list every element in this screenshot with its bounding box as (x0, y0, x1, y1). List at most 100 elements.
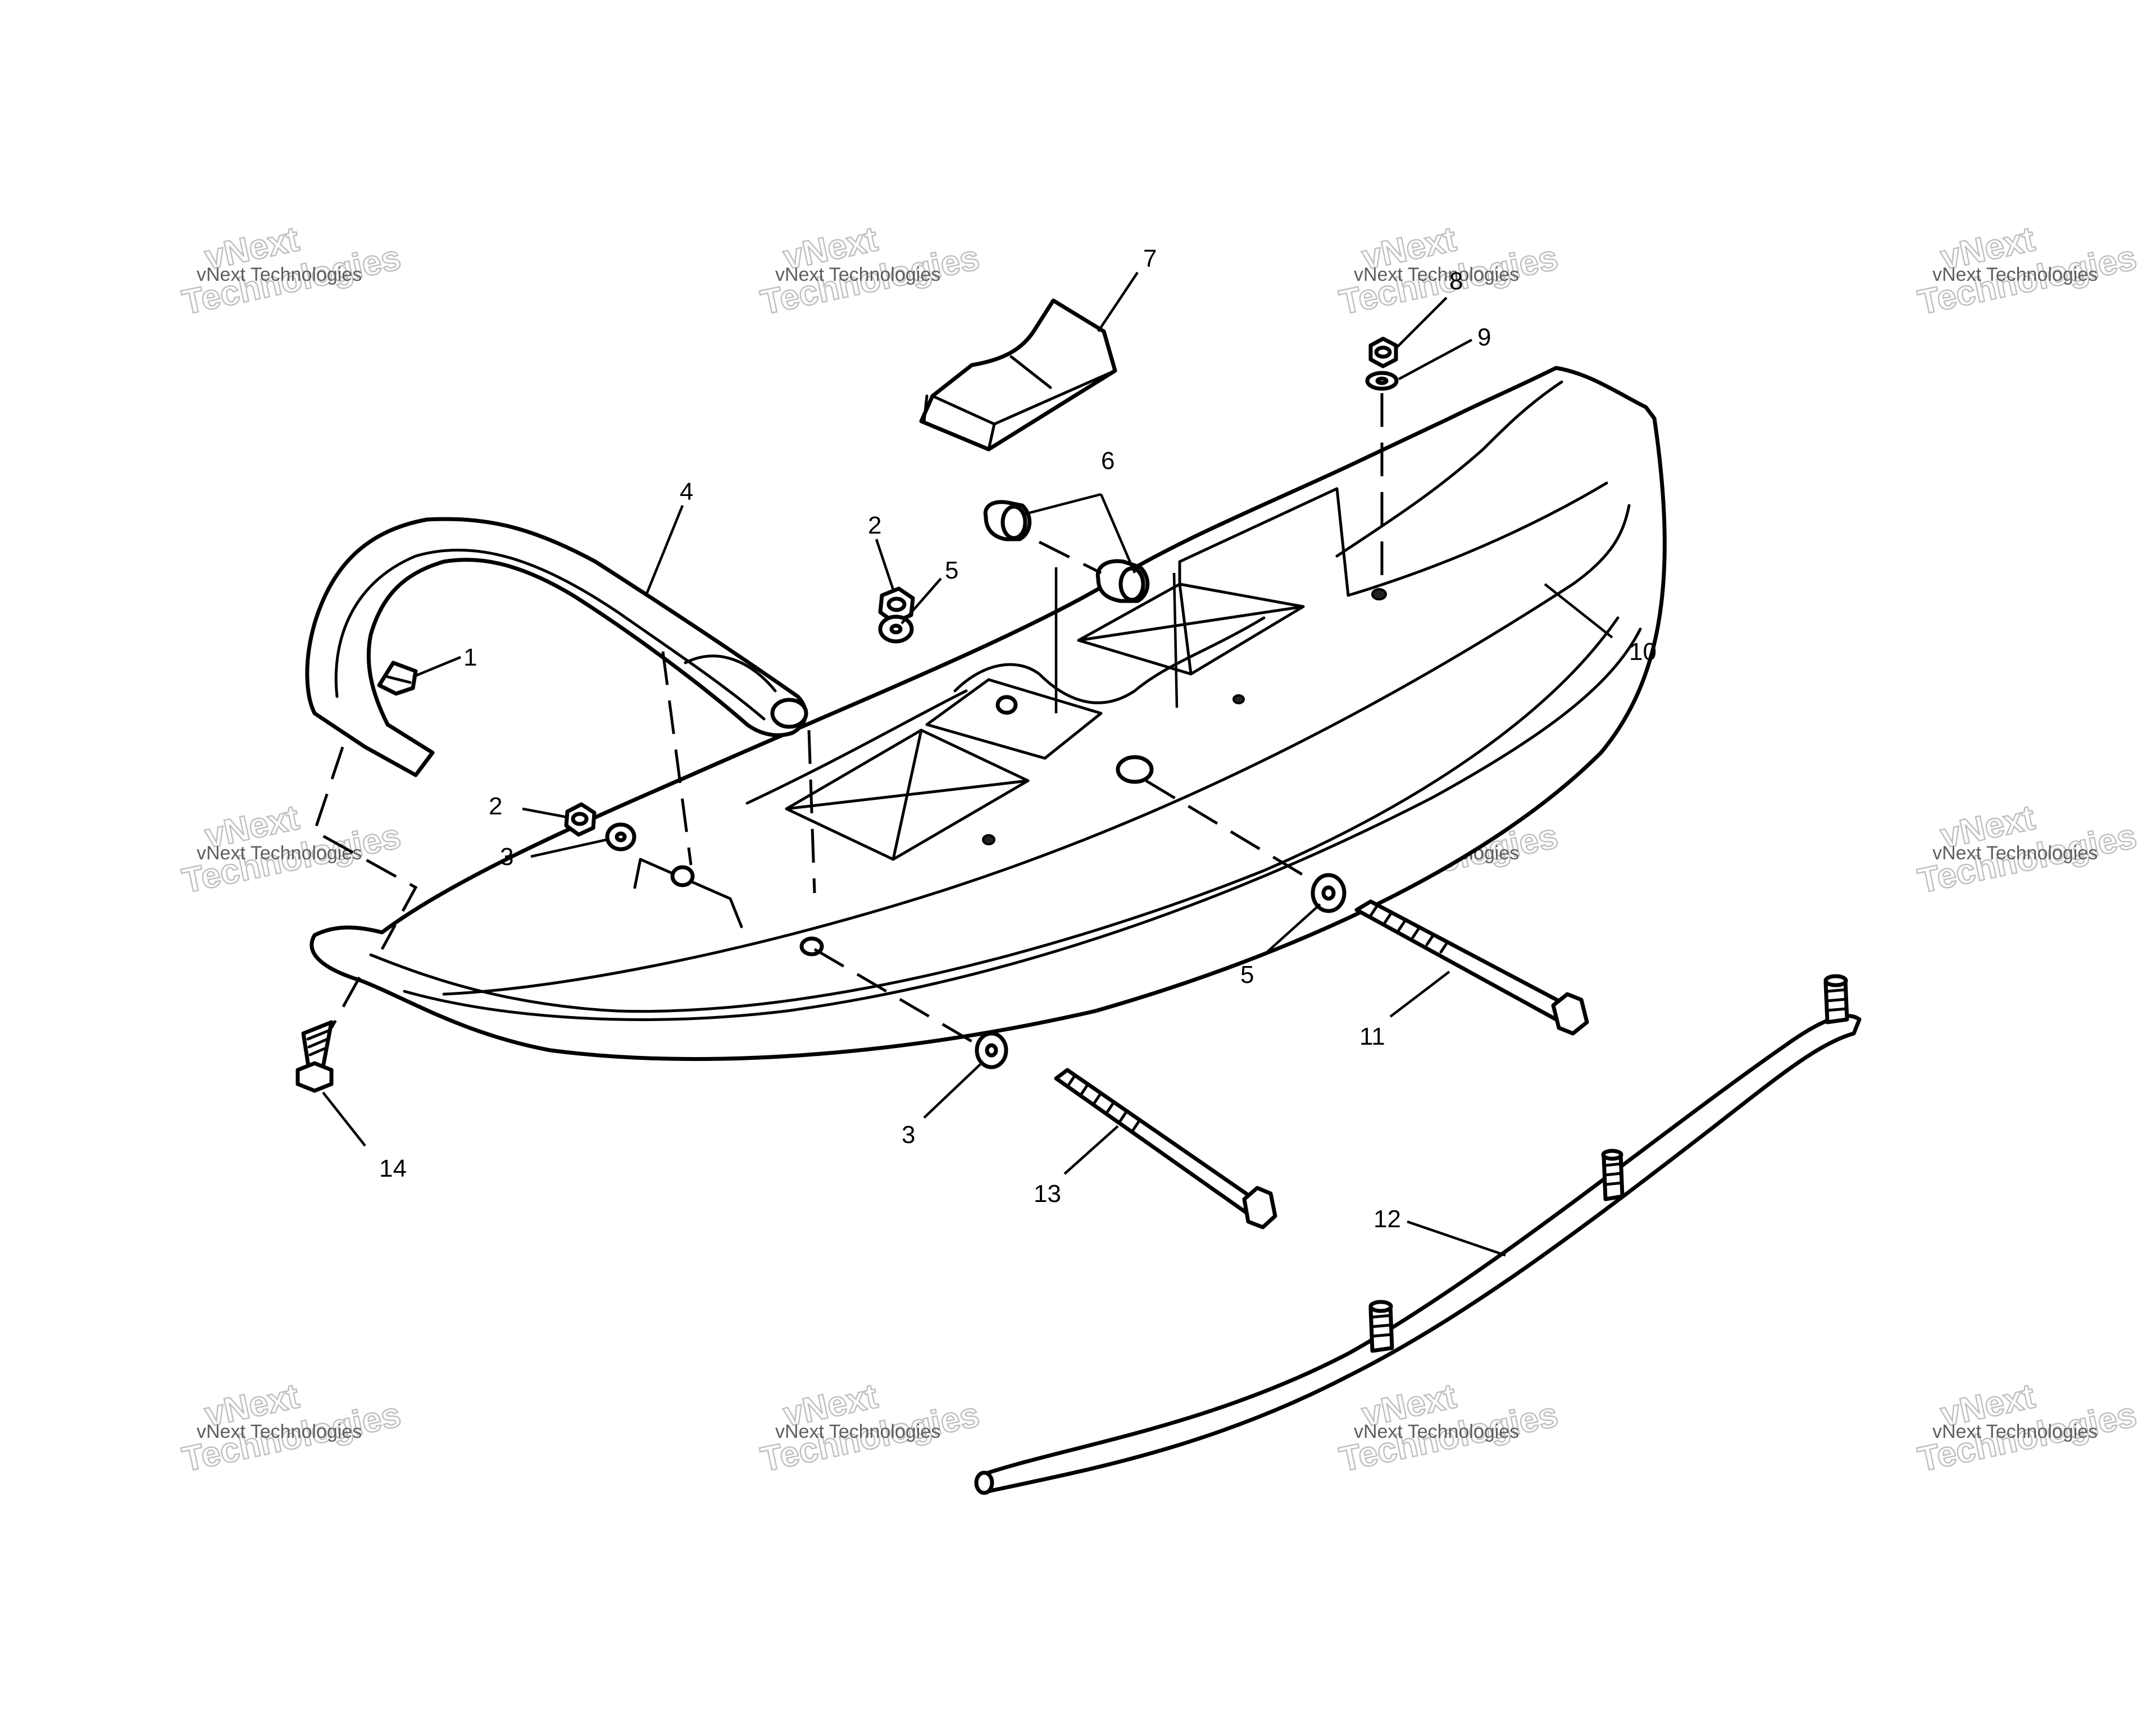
runner-end (974, 1470, 994, 1495)
loop-inner-line (334, 548, 766, 721)
assembly-line-bolt13 (813, 948, 979, 1046)
watermark: vNext Technologies vNext Technologies (1914, 219, 2140, 323)
callout-9: 9 (1477, 324, 1491, 351)
leader-4 (644, 505, 684, 596)
loop-end-bore (770, 698, 808, 729)
watermark-small: vNext Technologies (775, 264, 940, 285)
watermark-small: vNext Technologies (197, 842, 362, 864)
assembly-line-handle (661, 651, 693, 866)
assembly-line-bolt14 (330, 976, 361, 1029)
bolt-hex-head (1242, 1186, 1277, 1229)
saddle-groove (1009, 355, 1052, 389)
hex-nut-bore (571, 812, 589, 826)
callout-4: 4 (680, 478, 693, 505)
leader-9 (1398, 339, 1473, 380)
callout-labels: 1 4 2 5 6 7 8 9 10 2 3 5 11 3 13 14 12 (379, 245, 1657, 1233)
hex-nut-bore (1374, 345, 1392, 359)
ski-cross-brace-1 (785, 728, 1030, 861)
washer-5-upper-part (878, 614, 914, 644)
ski-hole-top (1371, 588, 1387, 600)
watermark-small: vNext Technologies (775, 1421, 940, 1442)
callout-12: 12 (1373, 1205, 1401, 1233)
watermark-small: vNext Technologies (1932, 842, 2098, 864)
washer-3-upper-part (605, 822, 636, 851)
leader-6a (1025, 493, 1102, 516)
runner-12-part (974, 974, 1862, 1495)
washer-bore (1321, 885, 1336, 901)
saddle-pad-part (919, 298, 1117, 452)
bolt-11-part (1354, 899, 1589, 1036)
bolt-14-part (295, 1020, 334, 1093)
callout-6: 6 (1101, 447, 1115, 475)
saddle-pad (919, 298, 1117, 452)
washer-bore (615, 831, 627, 842)
callout-10: 10 (1629, 638, 1657, 666)
ski-hole-small (982, 834, 995, 845)
leader-12 (1407, 1220, 1506, 1257)
callout-13: 13 (1034, 1180, 1061, 1208)
watermark-small: vNext Technologies (1932, 264, 2098, 285)
washer-3-lower-part (975, 1031, 1008, 1069)
runner-stud-rear-top (1368, 1300, 1393, 1313)
leader-13 (1063, 1125, 1119, 1175)
callout-1: 1 (463, 644, 477, 671)
callout-5a: 5 (945, 557, 958, 584)
saddle-front-face (922, 394, 996, 451)
watermark: vNext Technologies vNext Technologies (178, 798, 404, 901)
leader-2b (522, 807, 568, 819)
ski-boss-left (670, 865, 695, 887)
bolt-13-part (1054, 1068, 1277, 1229)
leader-10 (1544, 583, 1613, 639)
callout-5b: 5 (1240, 961, 1254, 989)
ski-spine-ridge (953, 616, 1266, 704)
ski-tip-shadow (1347, 481, 1608, 597)
leader-3a (530, 838, 607, 858)
assembly-line-bushing (1038, 540, 1102, 575)
callout-2a: 2 (868, 512, 881, 539)
bolt-thread (1369, 904, 1449, 954)
hex-nut-bore (886, 596, 907, 612)
callout-3b: 3 (902, 1121, 915, 1149)
washer-bore (889, 623, 903, 635)
nut-8-part (1368, 336, 1398, 368)
bolt-shank (1054, 1068, 1261, 1215)
ski-lower-rail (403, 627, 1642, 1021)
assembly-line-saddle (1172, 572, 1179, 708)
watermark: vNext Technologies vNext Technologies (757, 219, 983, 323)
watermark-small: vNext Technologies (197, 1421, 362, 1442)
watermark-small: vNext Technologies (1932, 1421, 2098, 1442)
callout-11: 11 (1359, 1023, 1385, 1050)
leader-1 (412, 655, 461, 678)
assembly-line-bolt11 (1145, 779, 1316, 884)
runner-stud-mid (1602, 1152, 1625, 1201)
watermark: vNext Technologies vNext Technologies (1335, 219, 1562, 323)
loop-end-cut (684, 654, 777, 693)
ski-rear-wall (1178, 487, 1350, 597)
ski-inner-wall-center (925, 678, 1103, 760)
bushing-lower-part (1095, 559, 1150, 603)
watermark-small: vNext Technologies (1354, 264, 1519, 285)
leader-8 (1395, 297, 1448, 349)
ski-tip-curve (1335, 380, 1563, 558)
leader-6b (1099, 494, 1136, 573)
runner-stud-rear-thread (1371, 1314, 1393, 1338)
watermark-small: vNext Technologies (197, 264, 362, 285)
nut-2-upper-part (878, 586, 915, 625)
assembly-line-handle-2 (807, 730, 816, 894)
watermark: vNext Technologies vNext Technologies (178, 1376, 404, 1480)
runner-bar (981, 1014, 1862, 1493)
bolt-thread (1067, 1073, 1141, 1132)
leader-2a (875, 539, 895, 590)
washer-5-lower-part (1311, 873, 1347, 913)
callout-8: 8 (1449, 267, 1463, 295)
watermark: vNext Technologies vNext Technologies (1335, 1376, 1562, 1480)
bolt-hex-head (1551, 992, 1589, 1036)
leader-14 (322, 1091, 366, 1147)
watermark-small: vNext Technologies (1354, 1421, 1519, 1442)
leader-11 (1389, 971, 1450, 1018)
watermark: vNext Technologies vNext Technologies (1914, 1376, 2140, 1480)
ski-inner-edge (369, 616, 1620, 1013)
washer-bore (985, 1043, 998, 1058)
ski-spine-ridge-2 (745, 689, 968, 805)
